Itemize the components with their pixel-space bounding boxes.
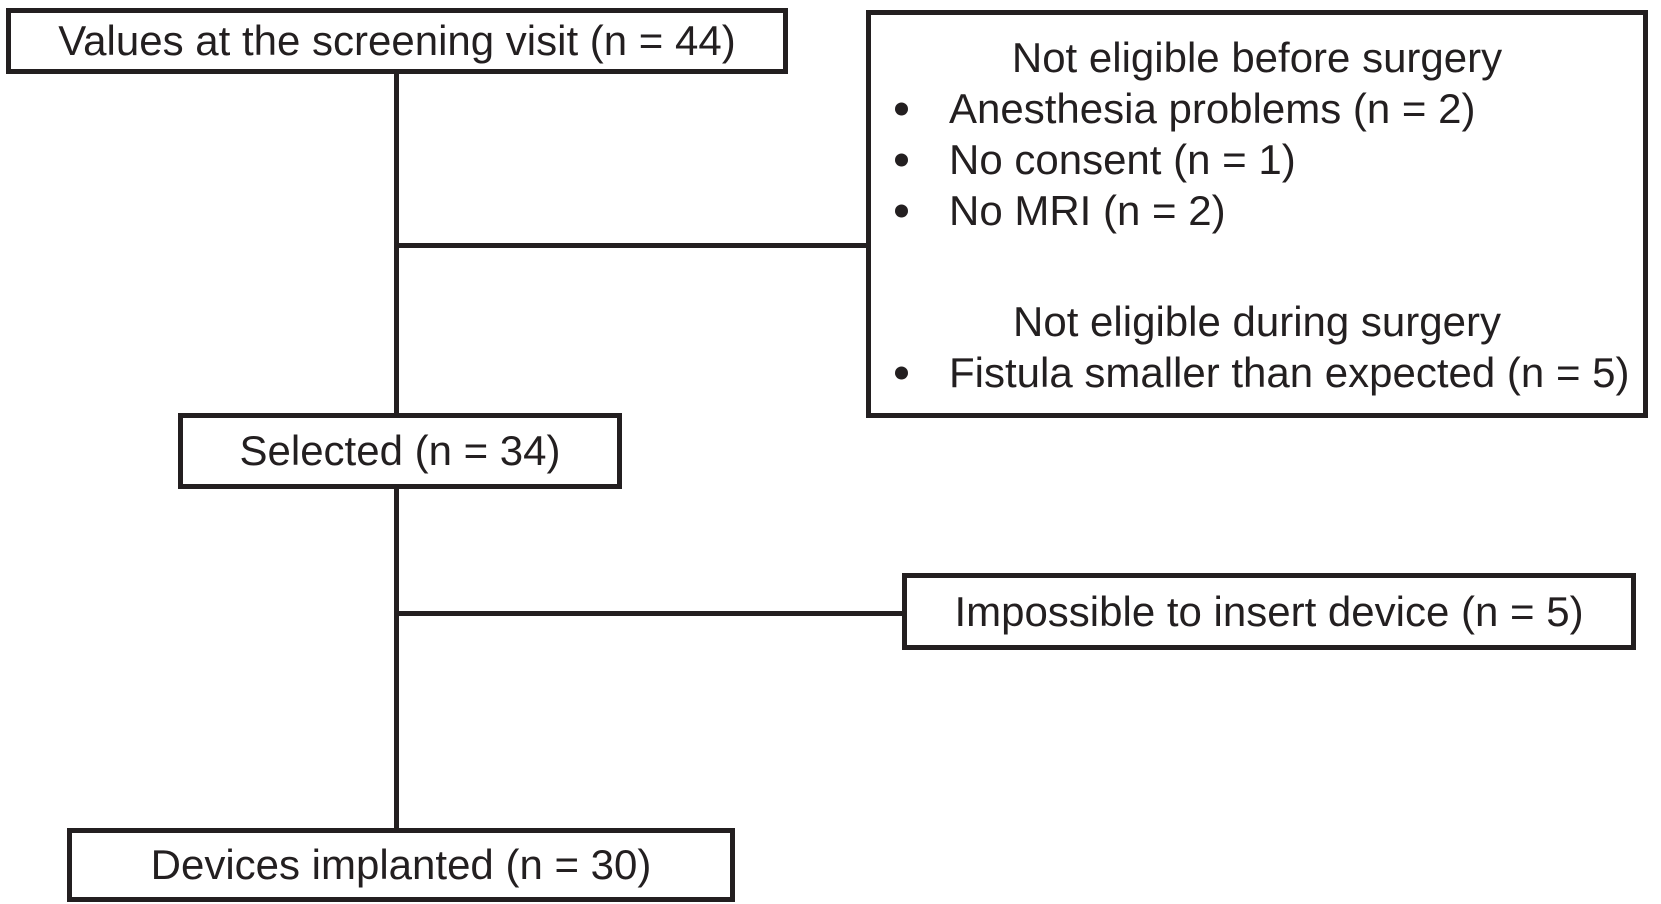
list-item: No consent (n = 1): [871, 134, 1643, 185]
list-item-label: Fistula smaller than expected (n = 5): [949, 349, 1630, 396]
list-item: Fistula smaller than expected (n = 5): [871, 347, 1643, 398]
bullet-icon: [895, 153, 908, 166]
screening-visit-box: Values at the screening visit (n = 44): [6, 8, 788, 74]
not-eligible-before-list: Anesthesia problems (n = 2) No consent (…: [871, 83, 1643, 236]
list-item: Anesthesia problems (n = 2): [871, 83, 1643, 134]
list-item-label: No consent (n = 1): [949, 136, 1296, 183]
not-eligible-during-heading: Not eligible during surgery: [1013, 298, 1501, 345]
impossible-to-insert-box: Impossible to insert device (n = 5): [902, 573, 1636, 650]
list-item-label: Anesthesia problems (n = 2): [949, 85, 1476, 132]
bullet-icon: [895, 204, 908, 217]
list-item: No MRI (n = 2): [871, 185, 1643, 236]
not-eligible-before-heading: Not eligible before surgery: [1011, 34, 1503, 81]
exclusions-box: Not eligible before surgery Anesthesia p…: [866, 10, 1648, 418]
screening-visit-label: Values at the screening visit (n = 44): [58, 17, 736, 64]
bullet-icon: [895, 102, 908, 115]
selected-box: Selected (n = 34): [178, 413, 622, 489]
devices-implanted-box: Devices implanted (n = 30): [67, 828, 735, 902]
connector-branch-impossible: [394, 611, 902, 616]
bullet-icon: [895, 366, 908, 379]
devices-implanted-label: Devices implanted (n = 30): [150, 841, 652, 888]
connector-selected-to-implanted: [394, 489, 399, 828]
selected-label: Selected (n = 34): [239, 427, 561, 474]
connector-branch-not-eligible: [394, 243, 866, 248]
list-item-label: No MRI (n = 2): [949, 187, 1226, 234]
not-eligible-during-list: Fistula smaller than expected (n = 5): [871, 347, 1643, 398]
impossible-to-insert-label: Impossible to insert device (n = 5): [954, 587, 1584, 635]
